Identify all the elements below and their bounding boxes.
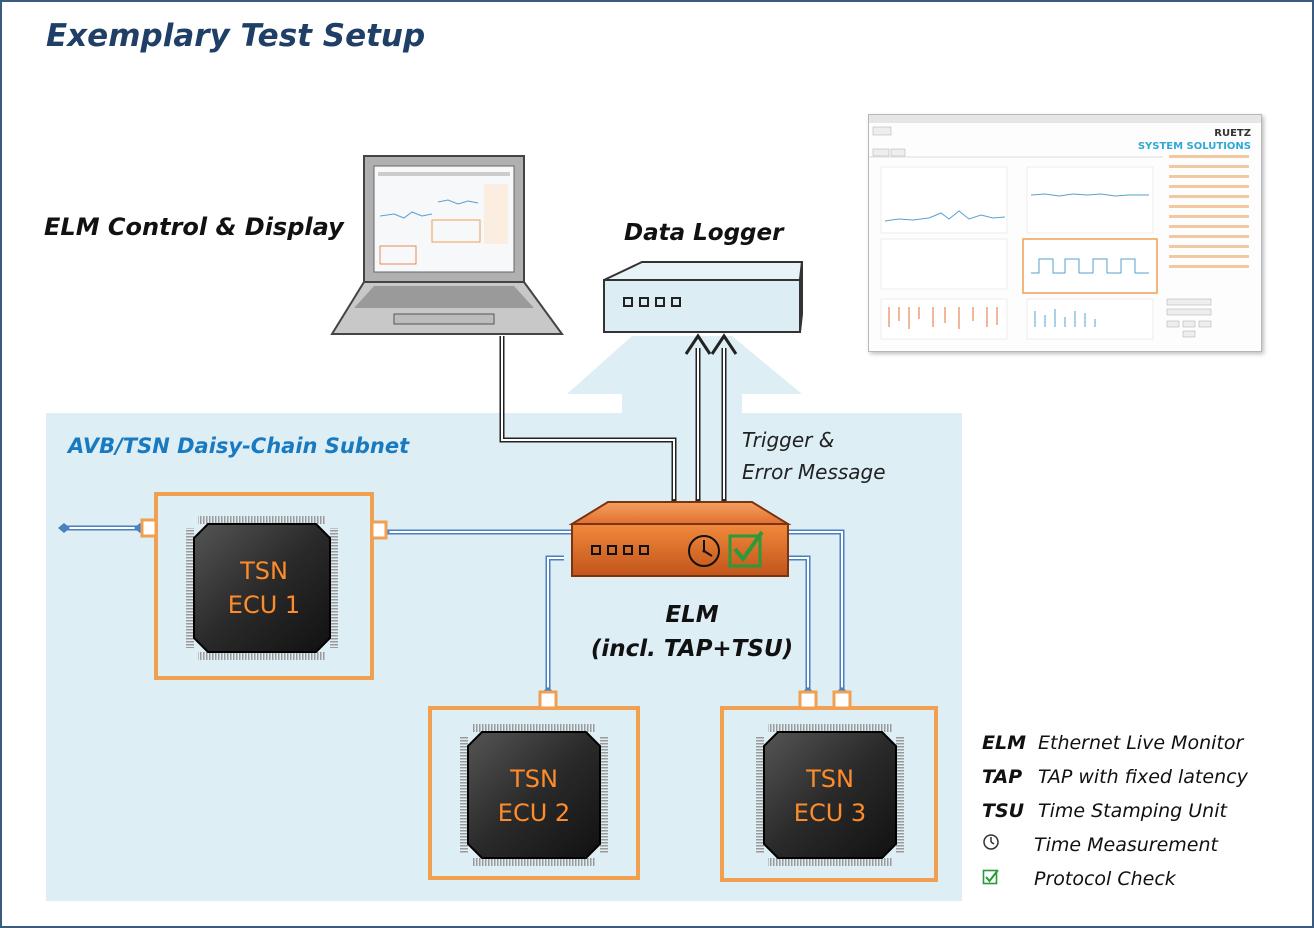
brand-logo: RUETZ SYSTEM SOLUTIONS xyxy=(1138,127,1251,153)
ecu-1-box xyxy=(140,492,388,680)
ecu-1-line2: ECU 1 xyxy=(227,591,301,619)
page-title: Exemplary Test Setup xyxy=(46,18,426,54)
elm-name: ELM xyxy=(665,602,719,628)
elm-label: ELM (incl. TAP+TSU) xyxy=(562,598,822,666)
brand-line1: RUETZ xyxy=(1214,128,1251,139)
checkbox-icon xyxy=(982,862,1034,896)
subnet-label: AVB/TSN Daisy-Chain Subnet xyxy=(68,434,410,458)
ecu-3-line1: TSN xyxy=(806,765,854,793)
trigger-cables xyxy=(671,333,738,505)
legend-desc: Ethernet Live Monitor xyxy=(1038,732,1244,754)
clock-icon xyxy=(688,535,720,567)
ecu-3-line2: ECU 3 xyxy=(793,799,867,827)
data-logger-label: Data Logger xyxy=(624,220,784,246)
trigger-label: Trigger & Error Message xyxy=(742,424,886,488)
check-icon xyxy=(728,530,764,568)
legend-abbr: ELM xyxy=(982,732,1026,754)
legend-desc: TAP with fixed latency xyxy=(1038,766,1248,788)
ecu-3-chip xyxy=(756,724,904,866)
legend-desc: Time Measurement xyxy=(1034,834,1218,856)
legend-desc: Time Stamping Unit xyxy=(1038,800,1227,822)
upward-arrow xyxy=(567,336,802,394)
laptop-icon xyxy=(330,155,564,335)
ecu-2-chip xyxy=(460,724,608,866)
ecu-1-line1: TSN xyxy=(240,557,288,585)
legend-row-tsu: TSU Time Stamping Unit xyxy=(982,794,1248,828)
ecu-2-line1: TSN xyxy=(510,765,558,793)
ecu-1-chip xyxy=(186,516,338,660)
app-screenshot: RUETZ SYSTEM SOLUTIONS xyxy=(868,114,1262,352)
ecu-3-label: TSN ECU 3 xyxy=(764,762,896,830)
trigger-label-line2: Error Message xyxy=(742,460,886,484)
ecu-3-box xyxy=(720,690,938,882)
legend-desc: Protocol Check xyxy=(1034,868,1176,890)
data-logger-device xyxy=(603,261,804,333)
ecu-1-label: TSN ECU 1 xyxy=(198,554,330,622)
brand-line2: SYSTEM SOLUTIONS xyxy=(1137,141,1251,152)
legend-row-elm: ELM Ethernet Live Monitor xyxy=(982,726,1248,760)
legend-row-tap: TAP TAP with fixed latency xyxy=(982,760,1248,794)
legend-row-time: Time Measurement xyxy=(982,828,1248,862)
legend-row-check: Protocol Check xyxy=(982,862,1248,896)
elm-subtitle: (incl. TAP+TSU) xyxy=(590,636,794,662)
trigger-label-line1: Trigger & xyxy=(742,428,835,452)
legend-abbr: TSU xyxy=(982,800,1025,822)
ecu-2-label: TSN ECU 2 xyxy=(468,762,600,830)
legend-abbr: TAP xyxy=(982,766,1023,788)
ecu-2-box xyxy=(428,690,640,880)
screenshot-graphics xyxy=(869,115,1261,340)
elm-control-label: ELM Control & Display xyxy=(44,213,344,241)
legend: ELM Ethernet Live Monitor TAP TAP with fix… xyxy=(982,726,1248,896)
clock-icon xyxy=(982,828,1034,862)
ecu-2-line2: ECU 2 xyxy=(497,799,571,827)
